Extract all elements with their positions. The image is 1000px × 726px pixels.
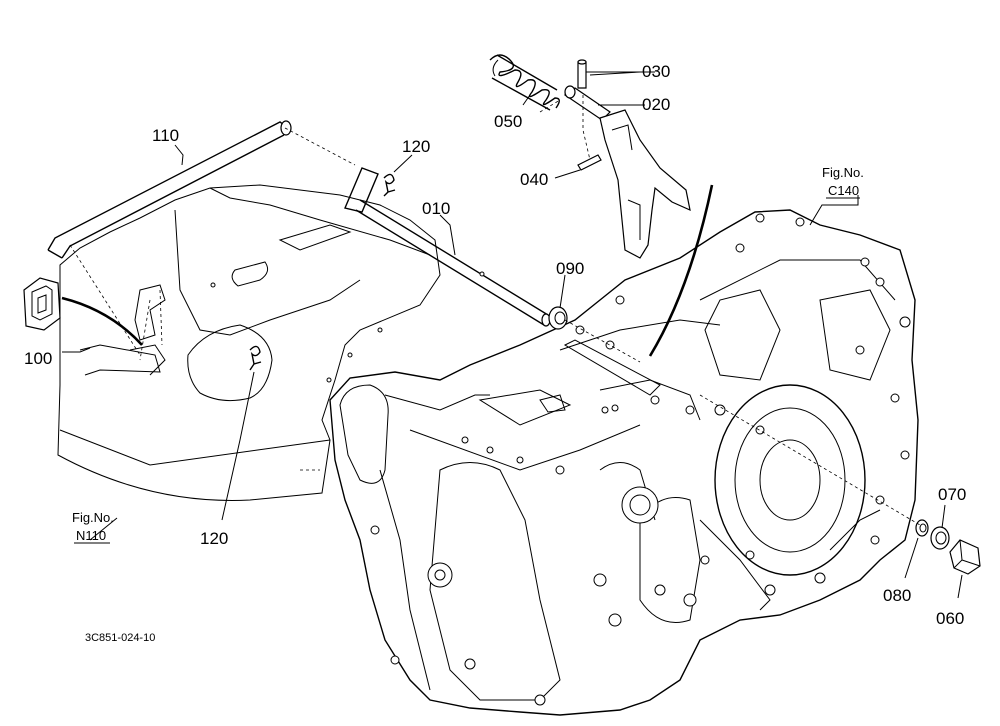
callout-040: 040	[520, 170, 548, 189]
callout-060: 060	[936, 609, 964, 628]
callout-070: 070	[938, 485, 966, 504]
callout-labels: 110 120 010 030 020 050 040 090 100 120 …	[24, 62, 966, 628]
callout-leaders	[62, 71, 963, 599]
part-090-collar	[548, 306, 568, 330]
part-030-pin	[577, 59, 655, 89]
callout-020: 020	[642, 95, 670, 114]
part-110-rod	[47, 120, 292, 259]
fig-ref-c140: Fig.No. C140	[822, 165, 864, 199]
part-070-washer	[930, 526, 950, 550]
drawing-code: 3C851-024-10	[85, 632, 155, 644]
part-080-o-ring	[915, 519, 929, 537]
callout-090: 090	[556, 259, 584, 278]
fig-ref-n110-prefix: Fig.No.	[72, 510, 114, 525]
part-120-snap-pin-lower	[249, 345, 262, 371]
part-050-spring	[489, 54, 560, 111]
fig-ref-n110: Fig.No. N110	[72, 510, 114, 544]
cover-sheet-n110	[57, 184, 441, 501]
transmission-case	[329, 209, 919, 716]
part-020-shift-fork	[563, 85, 691, 259]
part-060-plug	[949, 539, 981, 575]
part-100-grommet	[23, 277, 61, 331]
assembly-lines	[61, 95, 921, 526]
callout-080: 080	[883, 586, 911, 605]
callout-120-upper: 120	[402, 137, 430, 156]
part-010-shift-rod	[344, 167, 551, 327]
part-120-snap-pin-upper	[383, 173, 396, 197]
callout-120-lower: 120	[200, 529, 228, 548]
callout-110: 110	[152, 126, 179, 145]
part-040-spring-pin	[577, 154, 602, 171]
callout-010: 010	[422, 199, 450, 218]
fig-ref-c140-code: C140	[828, 183, 859, 198]
fig-ref-n110-code: N110	[76, 528, 106, 543]
fig-ref-c140-prefix: Fig.No.	[822, 165, 864, 180]
callout-030: 030	[642, 62, 670, 81]
callout-100: 100	[24, 349, 52, 368]
callout-050: 050	[494, 112, 522, 131]
